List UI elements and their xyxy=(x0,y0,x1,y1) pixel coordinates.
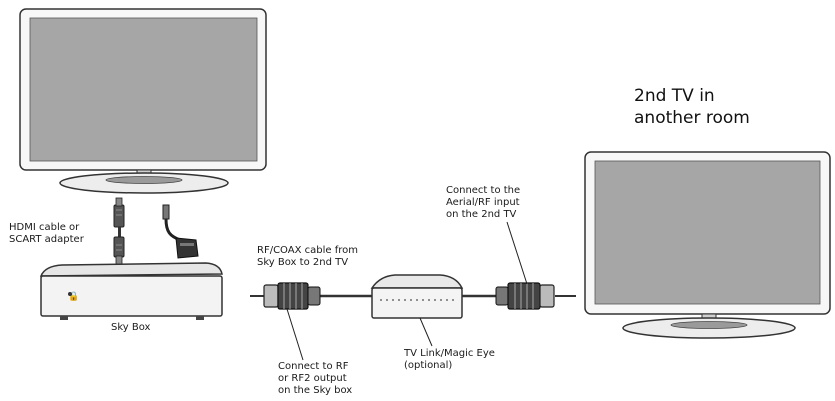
second-tv-title: 2nd TV in another room xyxy=(634,86,750,128)
rf-connector-left-icon xyxy=(263,282,321,310)
connect-rf-output-label: Connect to RF or RF2 output on the Sky b… xyxy=(278,361,353,396)
sky-box-icon: 🔒 xyxy=(39,262,223,320)
second-tv-icon xyxy=(584,151,831,339)
hdmi-scart-label: HDMI cable or SCART adapter xyxy=(9,222,84,245)
leader-lines xyxy=(286,221,528,361)
rf-connector-right-icon xyxy=(495,282,555,310)
sky-box-label: Sky Box xyxy=(111,322,151,333)
tv-link-icon xyxy=(370,274,464,319)
connect-aerial-label: Connect to the Aerial/RF input on the 2n… xyxy=(446,185,521,220)
hdmi-cable-icon xyxy=(113,197,125,265)
svg-text:🔒: 🔒 xyxy=(68,291,79,302)
main-tv-icon xyxy=(19,8,267,194)
scart-adapter-icon xyxy=(162,204,199,259)
tv-link-label: TV Link/Magic Eye (optional) xyxy=(404,348,495,371)
rf-coax-cable-label: RF/COAX cable from Sky Box to 2nd TV xyxy=(257,245,358,268)
